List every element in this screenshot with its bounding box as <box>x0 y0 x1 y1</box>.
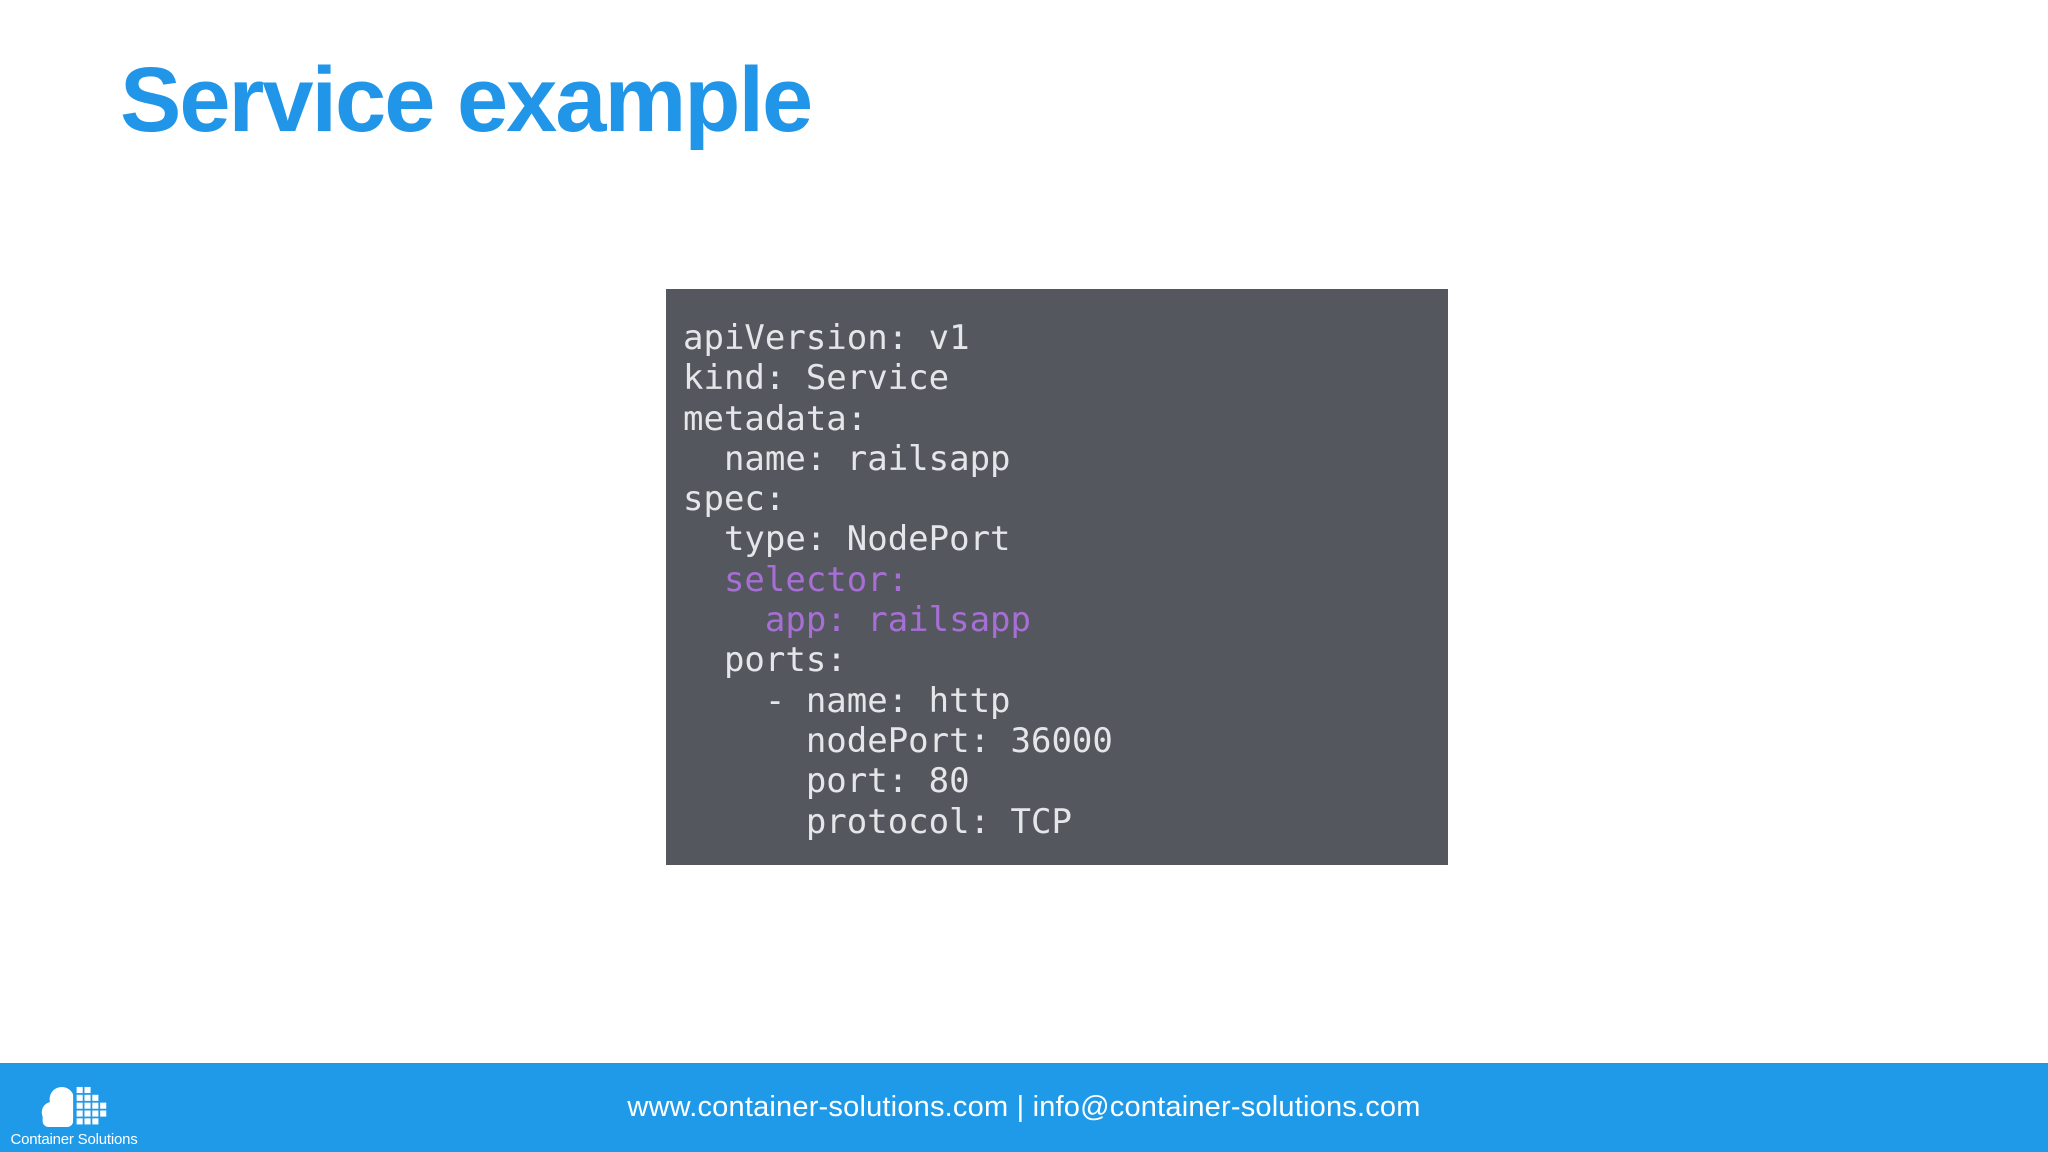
code-line: apiVersion: v1 <box>683 318 970 358</box>
code-line-selector: selector: <box>683 559 909 600</box>
code-line: spec: <box>683 479 786 520</box>
code-line: protocol: TCP <box>683 801 1072 842</box>
code-line: name: railsapp <box>683 438 1011 479</box>
page-title: Service example <box>120 49 813 151</box>
code-line: kind: Service <box>683 358 950 399</box>
code-line: metadata: <box>683 398 868 439</box>
footer-contact-text: www.container-solutions.com | info@conta… <box>627 1091 1421 1123</box>
footer-bar: www.container-solutions.com | info@conta… <box>0 1063 2048 1152</box>
code-line: type: NodePort <box>683 519 1011 560</box>
logo-text: Container Solutions <box>10 1131 138 1148</box>
cloud-pixels-icon <box>41 1086 108 1128</box>
code-line: nodePort: 36000 <box>683 720 1113 761</box>
code-line-selector-app: app: railsapp <box>683 600 1031 641</box>
code-line: port: 80 <box>683 761 970 802</box>
container-solutions-logo: Container Solutions <box>10 1086 138 1148</box>
yaml-code-block: apiVersion: v1 kind: Service metadata: n… <box>666 289 1448 865</box>
code-line: ports: <box>683 640 847 681</box>
code-line: - name: http <box>683 680 1011 721</box>
